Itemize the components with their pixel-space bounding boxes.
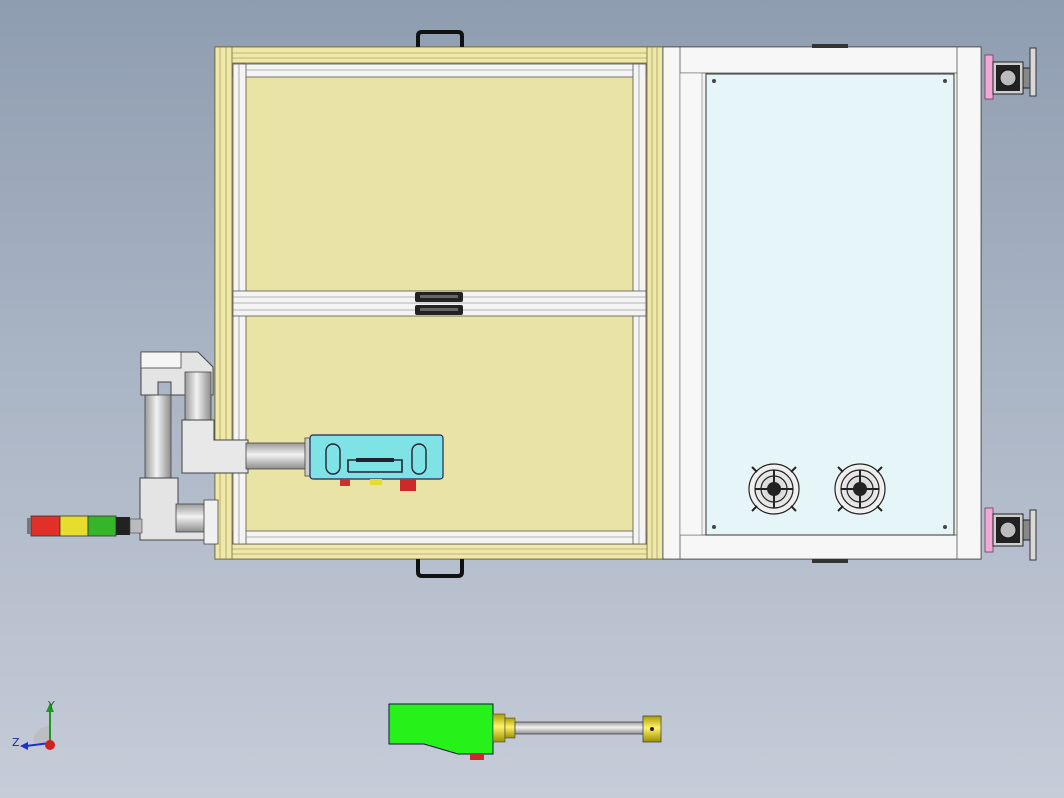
frame-right-rail	[646, 46, 664, 560]
axis-z-label: Z	[12, 736, 20, 749]
fan-1-icon	[748, 463, 800, 515]
frame-bottom-rail	[214, 543, 664, 560]
electrical-cabinet	[662, 44, 1037, 563]
cabinet-top-strip	[662, 46, 982, 74]
axis-triad-icon: Y Z	[12, 699, 55, 750]
pneumatic-actuator	[388, 703, 662, 760]
crossbar-clamp	[415, 292, 463, 315]
inner-top-profile	[232, 63, 647, 78]
tower-light-bracket	[139, 351, 307, 545]
fan-2-icon	[834, 463, 886, 515]
caster-bottom-right-icon	[984, 507, 1037, 561]
axis-y-label: Y	[47, 699, 55, 712]
control-box	[304, 434, 444, 491]
frame-top-rail	[214, 46, 664, 64]
handle-bottom-icon	[416, 559, 464, 578]
cabinet-bottom-strip	[662, 534, 982, 560]
cabinet-right-post	[956, 46, 982, 560]
aluminum-frame	[214, 30, 664, 578]
caster-top-right-icon	[984, 47, 1037, 100]
cabinet-inner-post	[679, 72, 703, 536]
frame-left-rail	[214, 46, 233, 560]
stack-light-icon	[27, 515, 143, 537]
handle-top-icon	[416, 30, 464, 47]
cabinet-left-post	[662, 46, 681, 560]
inner-bottom-profile	[232, 530, 647, 545]
cabinet-door-panel	[705, 73, 955, 536]
